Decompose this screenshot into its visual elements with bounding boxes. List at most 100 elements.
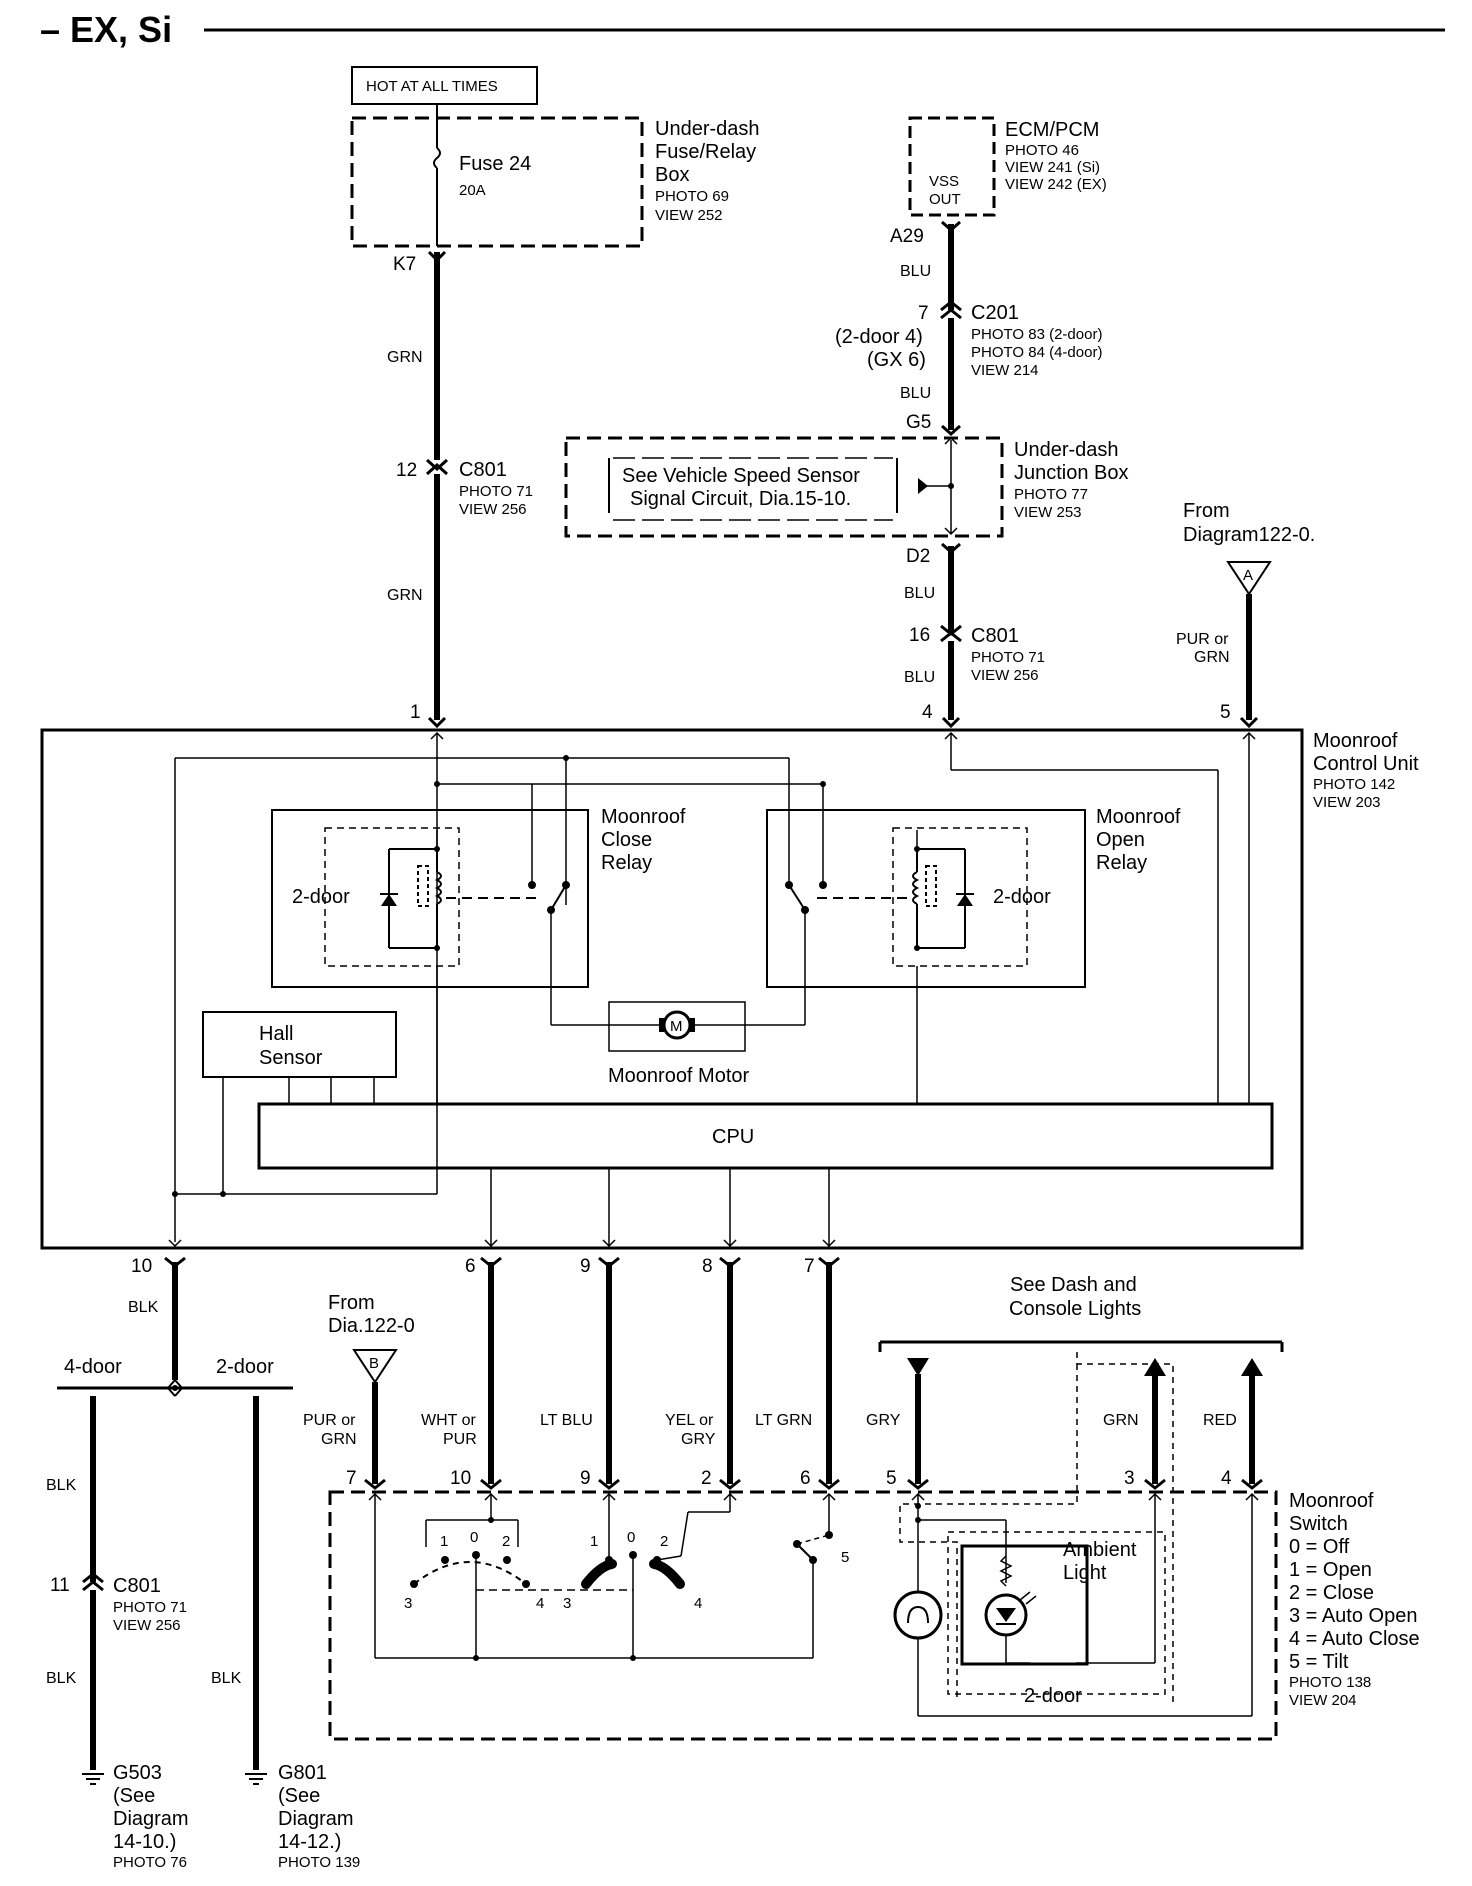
close-relay-diode [381, 894, 397, 906]
wire-color-grn-1: GRN [387, 349, 423, 366]
moonroof-open-relay-box [766, 809, 1086, 988]
c801-pin-12: 12 [396, 460, 417, 481]
see-vss-text-1: See Vehicle Speed Sensor [622, 465, 860, 487]
four-door-label: 4-door [64, 1356, 122, 1378]
fuse-box-name-1: Under-dash [655, 118, 760, 140]
open-relay-diode [957, 894, 973, 906]
terminal-g5: G5 [906, 412, 931, 433]
junction-box-view: VIEW 253 [1014, 504, 1082, 521]
out-label: OUT [929, 191, 961, 208]
switch-view: VIEW 204 [1289, 1692, 1357, 1709]
switch-legend-open: 1 = Open [1289, 1559, 1372, 1581]
wire-color-gry-small: GRY [681, 1431, 716, 1448]
flag-a-symbol [1226, 561, 1272, 596]
cu-pin4-symbol [941, 716, 961, 729]
fuse-24-symbol [433, 147, 441, 169]
open-relay-label-3: Relay [1096, 852, 1147, 874]
cu-pin-10: 10 [131, 1256, 152, 1277]
open-relay-2door-label: 2-door [993, 886, 1051, 908]
right-switch-pos-3: 3 [563, 1595, 571, 1612]
cpu-block [257, 1102, 1274, 1170]
c801-11-lower-symbol [82, 1580, 104, 1592]
wire-color-blu-3: BLU [904, 585, 935, 602]
ambient-led-triangle [996, 1608, 1016, 1622]
switch-name-1: Moonroof [1289, 1490, 1374, 1512]
junction-box-name-2: Junction Box [1014, 462, 1129, 484]
wire-color-wht-or: WHT or [421, 1412, 476, 1429]
sw-pin-10: 10 [450, 1468, 471, 1489]
junction-tap-arrow [918, 478, 928, 494]
switch-2door-label: 2-door [1024, 1685, 1082, 1707]
terminal-d2: D2 [906, 546, 930, 567]
c801-11-upper-symbol [82, 1572, 104, 1584]
from-a-text-2: Diagram122-0. [1183, 524, 1315, 546]
wire-color-blk-4: BLK [211, 1670, 242, 1687]
cu-name-1: Moonroof [1313, 730, 1398, 752]
g801-name: G801 [278, 1762, 327, 1784]
ground-g503-symbol [82, 1773, 104, 1785]
moonroof-control-unit-box [40, 728, 1304, 1250]
close-relay-coil-bottom-dot [434, 945, 440, 951]
open-relay-coil [912, 848, 966, 949]
page-title: – EX, Si [40, 9, 172, 50]
wire-color-blu-4: BLU [904, 669, 935, 686]
tilt-switch-pos-5: 5 [841, 1549, 849, 1566]
close-relay-label-2: Close [601, 829, 652, 851]
moonroof-motor-label: Moonroof Motor [608, 1065, 750, 1087]
ambient-light-2door-frame [947, 1531, 1166, 1695]
close-relay-label-3: Relay [601, 852, 652, 874]
cpu-label: CPU [712, 1126, 754, 1148]
grn-arrow-up [1144, 1358, 1166, 1376]
c201-lower-symbol [940, 308, 962, 320]
switch-rotary-right-open-arc [581, 1559, 617, 1589]
sw-pin-3: 3 [1124, 1468, 1135, 1489]
switch-illumination-bulb [893, 1590, 943, 1640]
wire-color-grn-4: GRN [321, 1431, 357, 1448]
left-switch-pos-2: 2 [502, 1533, 510, 1550]
wire-color-pur: PUR [443, 1431, 477, 1448]
motor-m-letter: M [670, 1018, 683, 1035]
moonroof-switch-box [328, 1490, 1278, 1741]
right-switch-pos-4: 4 [694, 1595, 702, 1612]
switch-photo: PHOTO 138 [1289, 1674, 1371, 1691]
sw-pin-6: 6 [800, 1468, 811, 1489]
cu-view: VIEW 203 [1313, 794, 1381, 811]
cu-pin-7: 7 [804, 1256, 815, 1277]
see-vss-text-2: Signal Circuit, Dia.15-10. [630, 488, 851, 510]
switch-splice-dots [473, 1503, 921, 1661]
under-dash-fuse-box [350, 116, 644, 248]
close-relay-coil [388, 848, 442, 949]
g503-diagram: Diagram [113, 1808, 189, 1830]
fuse-amperage: 20A [459, 182, 486, 199]
c801-left-name: C801 [459, 459, 507, 481]
g801-photo: PHOTO 139 [278, 1854, 360, 1871]
right-switch-close-wire [656, 1555, 682, 1561]
cu-splice-dots [172, 755, 826, 1197]
switch-legend-off: 0 = Off [1289, 1536, 1350, 1558]
switch-legend-auto-open: 3 = Auto Open [1289, 1605, 1417, 1627]
left-switch-pos-0: 0 [470, 1529, 478, 1546]
dash-lights-2door-dashed [1076, 1352, 1174, 1704]
two-door-ground-label: 2-door [216, 1356, 274, 1378]
close-relay-2door-label: 2-door [292, 886, 350, 908]
g503-diagram-number: 14-10.) [113, 1831, 176, 1853]
moonroof-close-relay-box [271, 809, 589, 988]
c801-12-upper-symbol [425, 458, 449, 472]
terminal-a29: A29 [890, 226, 924, 247]
junction-splice [948, 483, 954, 489]
switch-legend-close: 2 = Close [1289, 1582, 1374, 1604]
c801-pin-16: 16 [909, 625, 930, 646]
c201-view: VIEW 214 [971, 362, 1039, 379]
c801-ground-photo: PHOTO 71 [113, 1599, 187, 1616]
switch-rotary-right-contacts [605, 1551, 661, 1564]
switch-rotary-left-contacts [410, 1551, 530, 1588]
wire-color-grn-2: GRN [387, 587, 423, 604]
junction-box-photo: PHOTO 77 [1014, 486, 1088, 503]
g801-diagram: Diagram [278, 1808, 354, 1830]
cu-internal-wiring [174, 731, 1256, 1242]
sw-pin-4: 4 [1221, 1468, 1232, 1489]
left-switch-pos-4: 4 [536, 1595, 544, 1612]
junction-out-arrow [944, 527, 958, 536]
right-switch-pos-2: 2 [660, 1533, 668, 1550]
fuse-name: Fuse 24 [459, 153, 531, 175]
